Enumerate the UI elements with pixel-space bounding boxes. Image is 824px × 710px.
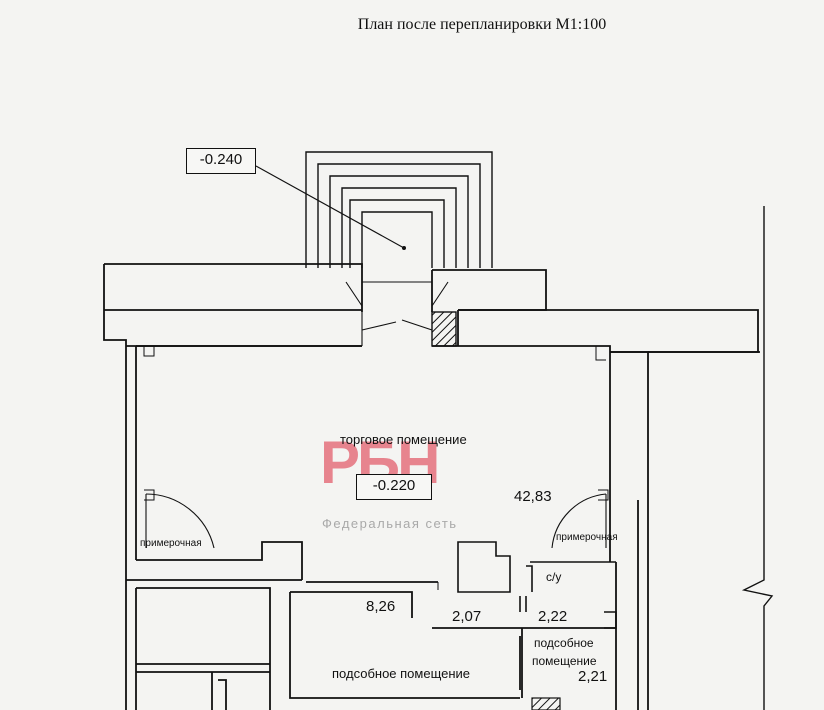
storage-small-area: 2,21 bbox=[578, 668, 608, 685]
fitting-room-doors bbox=[145, 493, 607, 549]
watermark-subtitle: Федеральная сеть bbox=[322, 516, 458, 531]
outer-wall-top bbox=[103, 263, 759, 353]
sales-room-name: торговое помещение bbox=[340, 432, 467, 447]
wc-block bbox=[457, 541, 617, 629]
plan-title: План после перепланировки М1:100 bbox=[357, 16, 607, 33]
wc-name: с/у bbox=[546, 570, 562, 584]
building-edge-right bbox=[741, 206, 774, 710]
outer-wall-left bbox=[103, 310, 362, 710]
entrance-door bbox=[345, 281, 449, 346]
storage-small-name-line2: помещение bbox=[532, 654, 597, 668]
hatched-column-top bbox=[431, 311, 457, 347]
inner-wall-right bbox=[432, 345, 760, 710]
level-marker-dot bbox=[402, 246, 406, 250]
storage-rooms bbox=[289, 581, 616, 699]
corner-markers bbox=[143, 346, 609, 501]
corridor-area: 2,07 bbox=[452, 608, 482, 625]
fitting-room-left-name: примерочная bbox=[140, 538, 202, 549]
floor-level-box: -0.220 bbox=[356, 474, 432, 500]
storage-main-area: 8,26 bbox=[366, 598, 396, 615]
entrance-steps bbox=[305, 151, 493, 268]
wc-area: 2,22 bbox=[538, 608, 568, 625]
hatched-column-bottom bbox=[531, 697, 561, 710]
storage-main-name: подсобное помещение bbox=[332, 666, 471, 681]
entrance-level-box: -0.240 bbox=[186, 148, 256, 174]
lower-left-rooms bbox=[135, 587, 271, 710]
fitting-room-right-name: примерочная bbox=[556, 532, 618, 543]
level-leader-line bbox=[255, 165, 405, 249]
storage-small-name-line1: подсобное bbox=[534, 636, 594, 650]
sales-room-area: 42,83 bbox=[514, 488, 552, 505]
